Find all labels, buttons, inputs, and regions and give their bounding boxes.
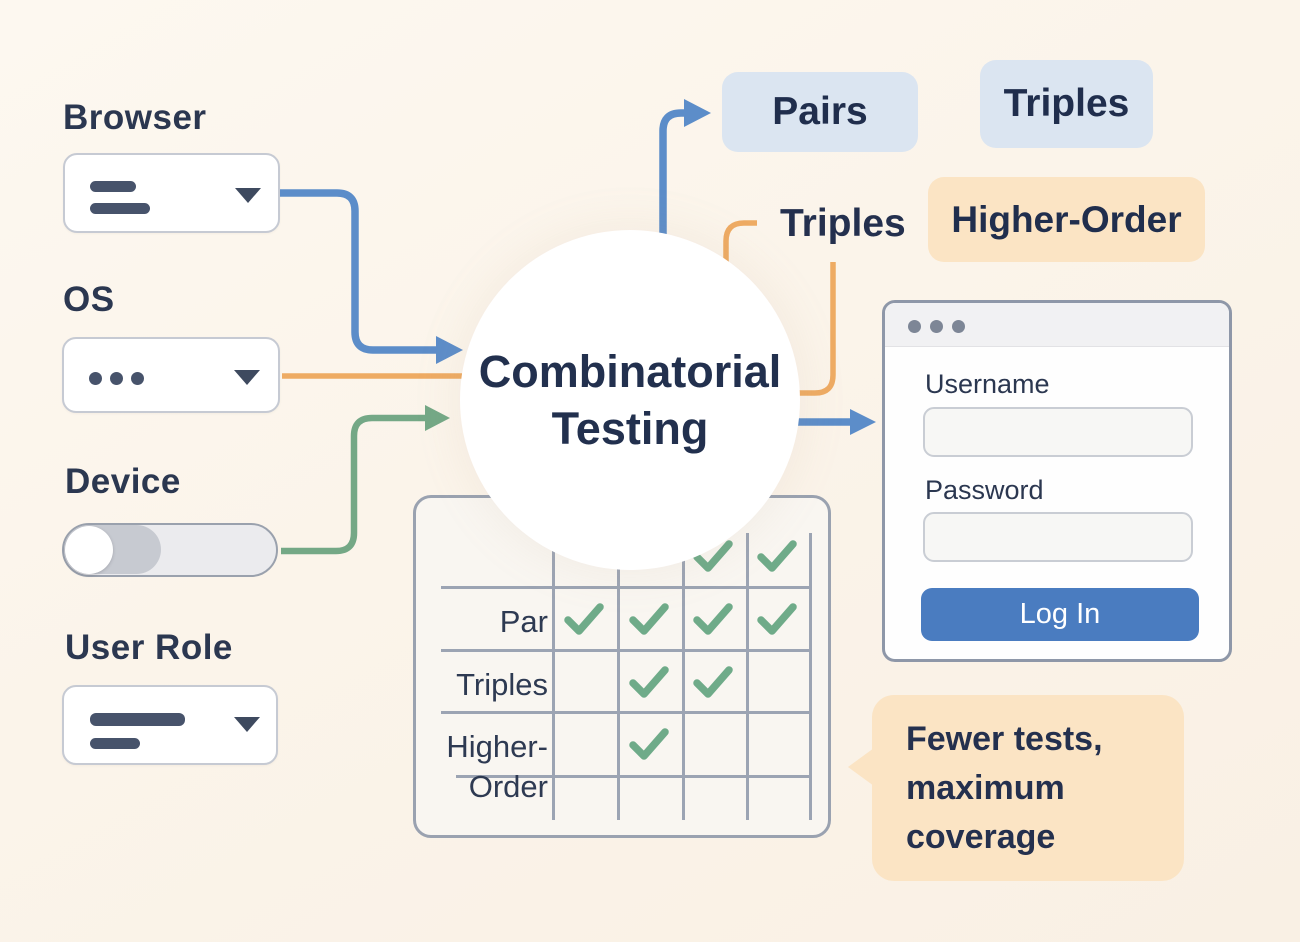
window-dot-icon	[930, 320, 943, 333]
table-row-label: Par	[499, 604, 548, 639]
bubble-tail	[848, 748, 874, 786]
arrowhead	[436, 336, 463, 364]
table-row-label: Triples	[456, 667, 548, 702]
login-button[interactable]: Log In	[921, 588, 1199, 641]
password-label: Password	[925, 475, 1044, 505]
central-node-title: Combinatorial Testing	[478, 346, 782, 454]
browser-label: Browser	[63, 98, 207, 137]
grid-line	[809, 533, 812, 820]
text-placeholder	[90, 713, 185, 726]
text-placeholder	[90, 203, 150, 214]
table-row-label: Higher-Order	[446, 729, 548, 804]
login-window: Username Password Log In	[882, 300, 1232, 662]
callout-text: Fewer tests, maximum coverage	[906, 720, 1103, 856]
user-role-select[interactable]	[62, 685, 278, 765]
grid-line	[456, 775, 811, 778]
higher-order-badge: Higher-Order	[928, 177, 1205, 262]
line-circle-to-triples	[723, 220, 757, 264]
grid-line	[746, 533, 749, 820]
line-triples-to-circle	[798, 262, 836, 396]
dots-placeholder	[110, 372, 123, 385]
grid-line	[441, 649, 811, 652]
chevron-down-icon	[234, 370, 260, 385]
pairs-badge: Pairs	[722, 72, 918, 152]
window-dot-icon	[908, 320, 921, 333]
password-field[interactable]	[923, 512, 1193, 562]
user-role-label: User Role	[65, 628, 233, 667]
os-select[interactable]	[62, 337, 280, 413]
arrowhead	[425, 405, 450, 431]
grid-line	[441, 586, 811, 589]
arrow-device-to-circle	[281, 414, 428, 555]
chevron-down-icon	[234, 717, 260, 732]
arrowhead	[850, 409, 876, 435]
os-label: OS	[63, 280, 115, 319]
dots-placeholder	[89, 372, 102, 385]
window-titlebar	[885, 303, 1229, 347]
grid-line	[441, 711, 811, 714]
browser-select[interactable]	[63, 153, 280, 233]
arrowhead	[684, 99, 711, 127]
username-field[interactable]	[923, 407, 1193, 457]
window-dot-icon	[952, 320, 965, 333]
username-label: Username	[925, 369, 1050, 399]
text-placeholder	[90, 181, 136, 192]
grid-line	[617, 533, 620, 820]
triples-floating-label: Triples	[780, 202, 906, 245]
arrow-circle-to-pairs	[659, 109, 687, 240]
grid-line	[682, 533, 685, 820]
grid-line	[552, 533, 555, 820]
callout-bubble: Fewer tests, maximum coverage	[848, 695, 1184, 881]
toggle-knob[interactable]	[65, 525, 113, 574]
central-node: Combinatorial Testing	[460, 230, 800, 570]
device-toggle[interactable]	[62, 523, 278, 577]
dots-placeholder	[131, 372, 144, 385]
text-placeholder	[90, 738, 140, 749]
chevron-down-icon	[235, 188, 261, 203]
arrow-browser-to-circle	[280, 189, 440, 354]
device-label: Device	[65, 462, 181, 501]
triples-badge: Triples	[980, 60, 1153, 148]
